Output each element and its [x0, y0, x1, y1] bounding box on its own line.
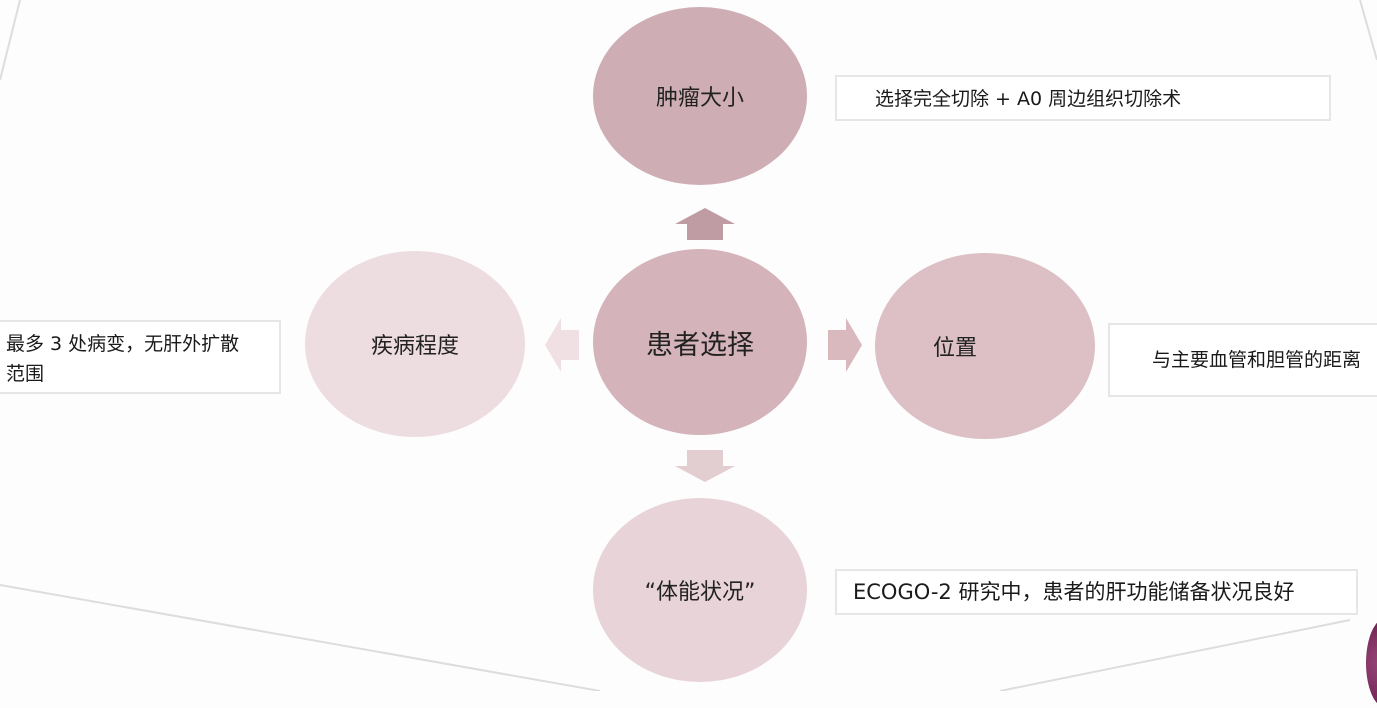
- node-label: 肿瘤大小: [655, 86, 744, 111]
- decorative-image: [1366, 618, 1377, 708]
- arrow-left-icon: [545, 318, 579, 372]
- node-label: 患者选择: [646, 329, 754, 361]
- note-performance-status: ECOGO-2 研究中，患者的肝功能储备状况良好: [835, 569, 1358, 615]
- arrow-right-icon: [828, 318, 862, 372]
- node-performance-status: “体能状况”: [593, 498, 807, 682]
- background-lines: [0, 0, 1377, 691]
- note-text: 选择完全切除 + A0 周边组织切除术: [875, 88, 1182, 110]
- note-text: 最多 3 处病变，无肝外扩散范围: [6, 333, 240, 385]
- node-patient-selection: 患者选择: [593, 249, 807, 435]
- node-label: 疾病程度: [370, 334, 459, 359]
- arrow-left-shape: [545, 318, 579, 372]
- node-tumor-size: 肿瘤大小: [593, 7, 807, 185]
- note-text: ECOGO-2 研究中，患者的肝功能储备状况良好: [853, 580, 1295, 604]
- arrow-down-shape: [675, 450, 735, 482]
- arrow-up-icon: [675, 208, 735, 240]
- note-disease-extent: 最多 3 处病变，无肝外扩散范围: [0, 320, 281, 394]
- arrow-up-shape: [675, 208, 735, 240]
- arrow-down-icon: [675, 450, 735, 482]
- note-location: 与主要血管和胆管的距离: [1108, 323, 1377, 397]
- node-disease-extent: 疾病程度: [305, 251, 525, 437]
- node-label: 位置: [933, 336, 978, 361]
- node-label: “体能状况”: [644, 580, 756, 605]
- node-location: 位置: [875, 253, 1095, 439]
- note-text: 与主要血管和胆管的距离: [1152, 349, 1362, 371]
- note-tumor-size: 选择完全切除 + A0 周边组织切除术: [835, 75, 1331, 121]
- arrow-right-shape: [828, 318, 862, 372]
